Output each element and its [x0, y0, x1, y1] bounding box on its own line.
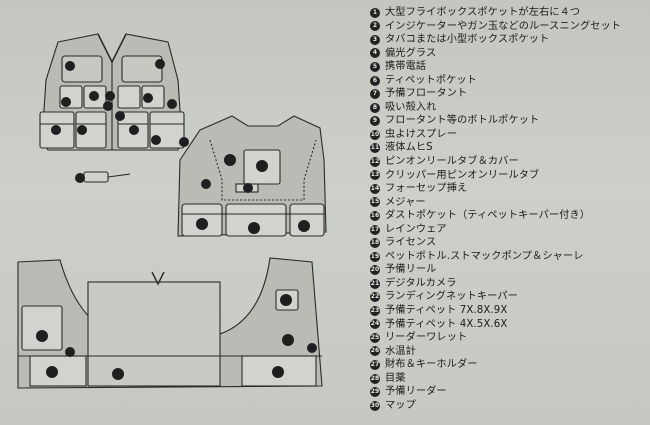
legend-text: インジケーターやガン玉などのルースニングセット [385, 20, 622, 32]
number-badge-icon: 20 [370, 265, 380, 276]
legend-text: ライセンス [385, 237, 437, 249]
feature-legend: 1 大型フライボックスポケットが左右に４つ 2 インジケーターやガン玉などのルースニ… [370, 6, 648, 412]
legend-text: 携帯電話 [385, 61, 427, 73]
number-badge-icon: 4 [370, 48, 380, 59]
legend-text: フォーセップ挿え [385, 183, 468, 195]
number-badge-icon: 7 [370, 89, 380, 100]
legend-item: 11 液体ムヒS [370, 141, 648, 155]
number-badge-icon: 16 [370, 210, 380, 221]
number-badge-icon: 12 [370, 156, 380, 167]
legend-text: 液体ムヒS [385, 142, 433, 154]
legend-text: 虫よけスプレー [385, 128, 458, 140]
legend-item: 6 ティペットポケット [370, 74, 648, 88]
number-badge-icon: 24 [370, 319, 380, 330]
legend-item: 7 予備フロータント [370, 87, 648, 101]
legend-text: マップ [385, 399, 416, 411]
legend-item: 16 ダストポケット（ティペットキーパー付き） [370, 209, 648, 223]
number-badge-icon: 17 [370, 224, 380, 235]
legend-item: 14 フォーセップ挿え [370, 182, 648, 196]
number-badge-icon: 3 [370, 34, 380, 45]
number-badge-icon: 14 [370, 183, 380, 194]
legend-text: 財布＆キーホルダー [385, 359, 478, 371]
number-badge-icon: 6 [370, 75, 380, 86]
legend-item: 1 大型フライボックスポケットが左右に４つ [370, 6, 648, 20]
number-badge-icon: 13 [370, 170, 380, 181]
back-vest-diagram [177, 115, 327, 237]
vest-illustrations [17, 33, 327, 389]
number-badge-icon: 9 [370, 116, 380, 127]
legend-text: 吸い殻入れ [385, 101, 437, 113]
legend-text: 予備リーダー [385, 386, 447, 398]
legend-text: レインウェア [385, 223, 447, 235]
legend-item: 26 水温計 [370, 345, 648, 359]
legend-item: 22 ランディングネットキーパー [370, 290, 648, 304]
number-badge-icon: 18 [370, 238, 380, 249]
legend-item: 17 レインウェア [370, 223, 648, 237]
number-badge-icon: 11 [370, 143, 380, 154]
legend-item: 21 デジタルカメラ [370, 277, 648, 291]
inner-vest-diagram [17, 257, 323, 389]
legend-item: 28 目薬 [370, 372, 648, 386]
legend-text: 予備ティペット 4X.5X.6X [385, 318, 508, 330]
legend-text: ティペットポケット [385, 74, 477, 86]
legend-text: 偏光グラス [385, 47, 437, 59]
number-badge-icon: 28 [370, 373, 380, 384]
legend-item: 5 携帯電話 [370, 60, 648, 74]
legend-text: フロータント等のボトルポケット [385, 115, 540, 127]
legend-item: 27 財布＆キーホルダー [370, 358, 648, 372]
number-badge-icon: 29 [370, 387, 380, 398]
number-badge-icon: 21 [370, 278, 380, 289]
legend-item: 13 クリッパー用ピンオンリールタブ [370, 169, 648, 183]
legend-item: 18 ライセンス [370, 236, 648, 250]
legend-text: リーダーワレット [385, 332, 468, 344]
legend-text: ダストポケット（ティペットキーパー付き） [385, 210, 591, 222]
legend-text: 予備ティペット 7X.8X.9X [385, 305, 508, 317]
legend-text: 大型フライボックスポケットが左右に４つ [385, 7, 581, 18]
legend-item: 29 予備リーダー [370, 385, 648, 399]
number-badge-icon: 27 [370, 359, 380, 370]
number-badge-icon: 2 [370, 21, 380, 32]
legend-item: 3 タバコまたは小型ボックスポケット [370, 33, 648, 47]
legend-item: 23 予備ティペット 7X.8X.9X [370, 304, 648, 318]
number-badge-icon: 15 [370, 197, 380, 208]
number-badge-icon: 23 [370, 305, 380, 316]
number-badge-icon: 1 [370, 7, 380, 18]
legend-text: メジャー [385, 196, 426, 208]
number-badge-icon: 30 [370, 400, 380, 411]
legend-item: 2 インジケーターやガン玉などのルースニングセット [370, 20, 648, 34]
legend-item: 24 予備ティペット 4X.5X.6X [370, 318, 648, 332]
legend-item: 9 フロータント等のボトルポケット [370, 114, 648, 128]
legend-item: 30 マップ [370, 399, 648, 413]
legend-item: 8 吸い殻入れ [370, 101, 648, 115]
legend-item: 12 ピンオンリールタブ＆カバー [370, 155, 648, 169]
legend-text: 水温計 [385, 345, 416, 357]
number-badge-icon: 22 [370, 292, 380, 303]
number-badge-icon: 10 [370, 129, 380, 140]
legend-item: 25 リーダーワレット [370, 331, 648, 345]
legend-text: ランディングネットキーパー [385, 291, 518, 303]
legend-text: 予備リール [385, 264, 437, 276]
legend-text: デジタルカメラ [385, 277, 457, 289]
number-badge-icon: 25 [370, 332, 380, 343]
legend-text: ピンオンリールタブ＆カバー [385, 156, 519, 168]
legend-text: ペットボトル.ストマックポンプ＆シャーレ [385, 250, 584, 262]
legend-text: 予備フロータント [385, 88, 468, 100]
legend-text: クリッパー用ピンオンリールタブ [385, 169, 540, 181]
legend-item: 15 メジャー [370, 196, 648, 210]
number-badge-icon: 19 [370, 251, 380, 262]
number-badge-icon: 26 [370, 346, 380, 357]
legend-item: 4 偏光グラス [370, 47, 648, 61]
legend-text: タバコまたは小型ボックスポケット [385, 34, 550, 46]
legend-item: 10 虫よけスプレー [370, 128, 648, 142]
legend-text: 目薬 [385, 372, 406, 384]
legend-item: 20 予備リール [370, 263, 648, 277]
number-badge-icon: 5 [370, 61, 380, 72]
legend-item: 19 ペットボトル.ストマックポンプ＆シャーレ [370, 250, 648, 264]
number-badge-icon: 8 [370, 102, 380, 113]
